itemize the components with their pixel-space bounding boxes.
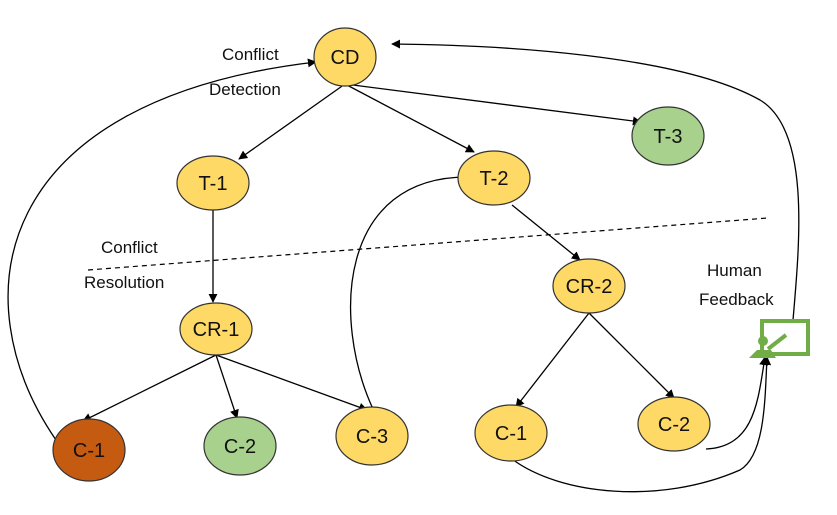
edge-cr1-c3 <box>215 354 368 412</box>
edge-cd-t2 <box>344 83 475 153</box>
node-c1-right-shape <box>474 404 548 462</box>
node-t1-shape <box>176 155 250 211</box>
node-cr1-label: CR-1 <box>193 319 240 341</box>
edge-c2-feedback <box>705 356 769 450</box>
edge-t2-cr2 <box>511 204 581 261</box>
node-cr2-shape <box>552 258 626 314</box>
node-t3-label: T-3 <box>654 126 683 148</box>
human-feedback-label-line1: Human <box>707 261 762 280</box>
conflict-detection-label-line2: Detection <box>209 80 281 99</box>
node-c3-left: C-3 <box>335 406 409 466</box>
node-c1-left-shape <box>52 418 126 482</box>
node-cr1-shape <box>179 302 253 356</box>
human-feedback-label-line2: Feedback <box>699 290 774 309</box>
edge-c3-t2-loop <box>349 172 471 410</box>
node-t2-shape <box>457 150 531 206</box>
node-c2-left-label: C-2 <box>224 436 256 458</box>
node-cr2-label: CR-2 <box>566 276 613 298</box>
node-c2-right-shape <box>637 396 711 452</box>
node-cd: CD <box>313 27 377 87</box>
node-cd-label: CD <box>331 47 360 69</box>
node-cd-shape <box>313 27 377 87</box>
conflict-resolution-label-line2: Resolution <box>84 273 164 292</box>
node-c2-left-shape <box>203 416 277 476</box>
node-cr2: CR-2 <box>552 258 626 314</box>
edge-c1-cd-loop <box>7 58 317 441</box>
node-t1: T-1 <box>176 155 250 211</box>
edge-cd-t3 <box>344 83 642 126</box>
edge-cr2-c1 <box>515 312 590 408</box>
node-t1-label: T-1 <box>199 173 228 195</box>
node-t2-label: T-2 <box>480 168 509 190</box>
node-c1-left: C-1 <box>52 418 126 482</box>
edge-cr1-c1 <box>82 354 217 422</box>
node-c2-right-label: C-2 <box>658 414 690 436</box>
edge-cr1-c2 <box>215 354 239 419</box>
node-c2-right: C-2 <box>637 396 711 452</box>
section-divider <box>87 217 769 271</box>
node-t2: T-2 <box>457 150 531 206</box>
edge-feedback-cd-loop <box>391 39 800 321</box>
edge-c1-feedback <box>511 356 772 493</box>
presenter-board-icon <box>749 319 810 358</box>
node-c3-left-label: C-3 <box>356 426 388 448</box>
edge-cr2-c2 <box>588 312 675 399</box>
node-t3: T-3 <box>631 106 705 166</box>
edge-cd-t1 <box>238 83 346 160</box>
node-c1-right-label: C-1 <box>495 423 527 445</box>
node-c3-left-shape <box>335 406 409 466</box>
edges <box>7 39 800 493</box>
node-c1-left-label: C-1 <box>73 440 105 462</box>
node-c1-right: C-1 <box>474 404 548 462</box>
node-c2-left: C-2 <box>203 416 277 476</box>
node-t3-shape <box>631 106 705 166</box>
node-cr1: CR-1 <box>179 302 253 356</box>
conflict-resolution-label-line1: Conflict <box>101 238 158 257</box>
conflict-detection-label-line1: Conflict <box>222 45 279 64</box>
